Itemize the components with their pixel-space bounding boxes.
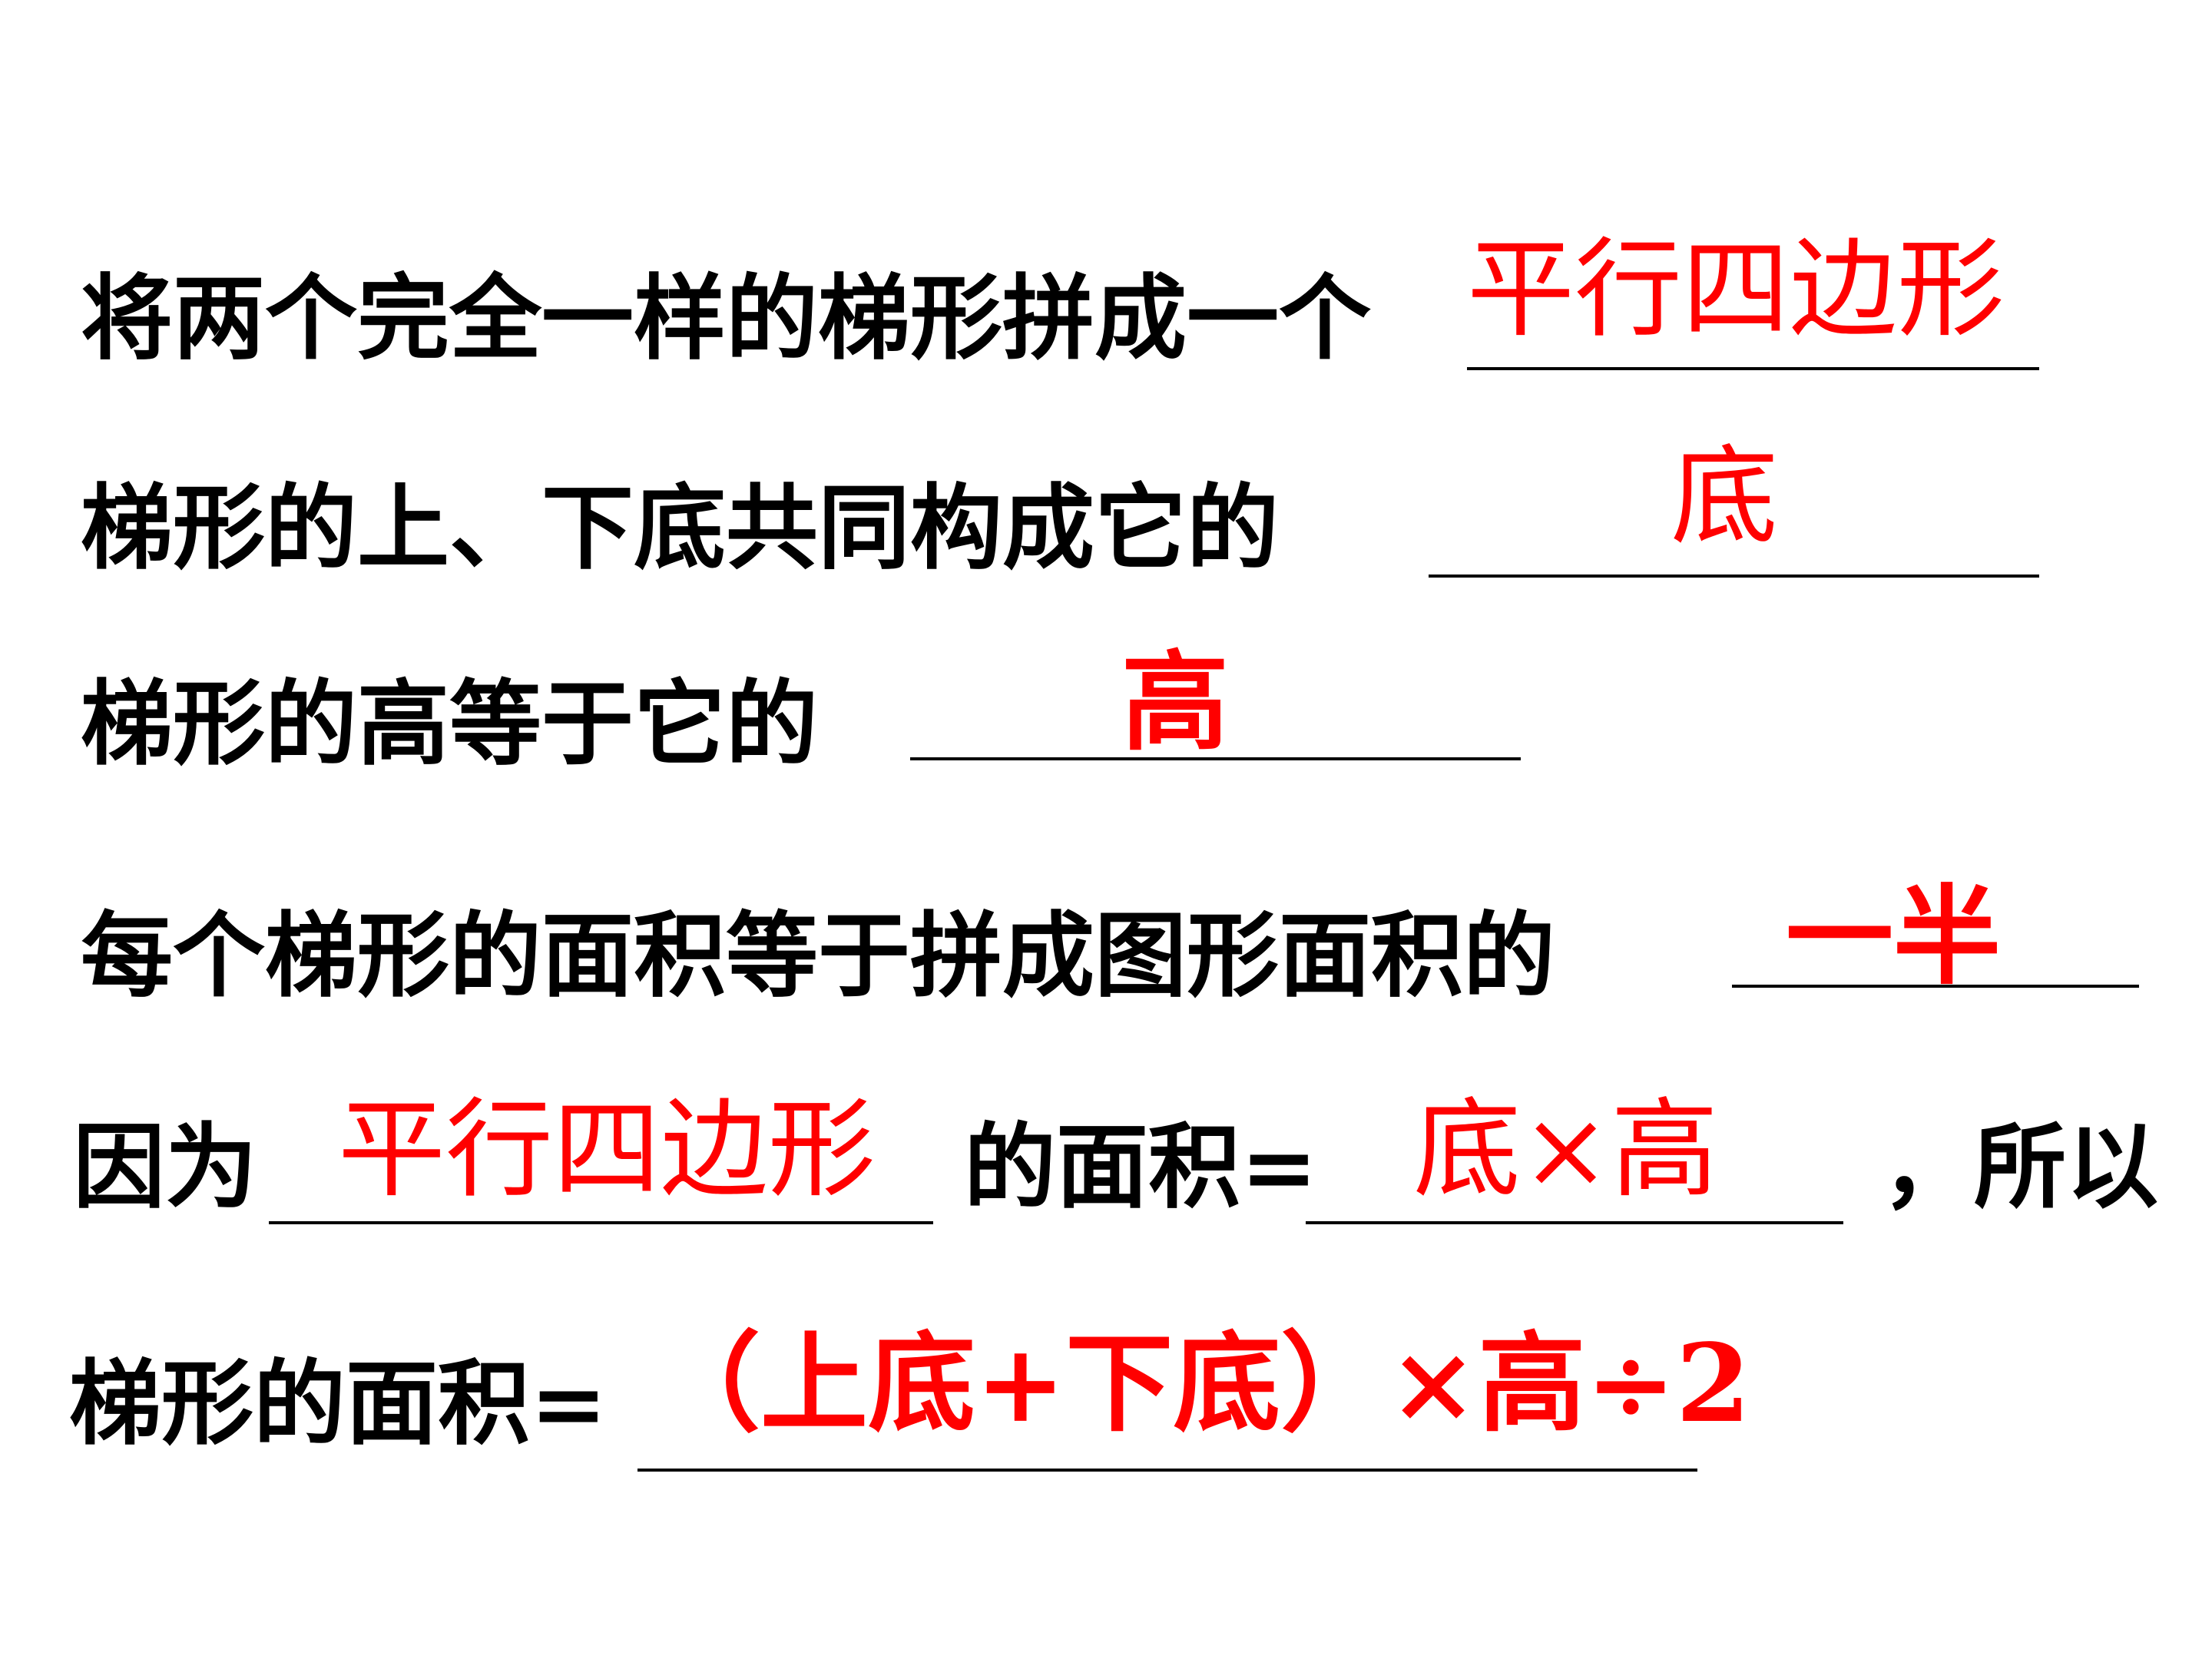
line-5-middle: 的面积=	[964, 1113, 1318, 1221]
line-6-prefix: 梯形的面积=	[69, 1349, 608, 1458]
line-3-answer: 高	[1121, 640, 1230, 766]
line-1-prompt: 将两个完全一样的梯形拼成一个	[81, 264, 1371, 373]
line-5-prefix: 因为	[73, 1113, 257, 1221]
line-2-blank	[1429, 575, 2039, 578]
line-4-blank	[1732, 985, 2139, 988]
line-3-prompt: 梯形的高等于它的	[81, 670, 818, 778]
line-1-blank	[1467, 367, 2039, 370]
line-5-blank-2	[1306, 1221, 1843, 1224]
line-1-answer: 平行四边形	[1467, 227, 2005, 353]
line-6-blank	[637, 1469, 1697, 1472]
line-5-blank-1	[269, 1221, 933, 1224]
line-2-answer: 底	[1671, 435, 1779, 560]
line-2-prompt: 梯形的上、下底共同构成它的	[81, 474, 1279, 582]
line-5-answer-2: 底×高	[1413, 1088, 1719, 1213]
line-5-suffix: ，所以	[1882, 1113, 2158, 1221]
line-4-answer: 一半	[1786, 874, 2002, 1000]
line-6-answer: （上底+下底）×高÷2	[653, 1321, 1751, 1447]
line-4-prompt: 每个梯形的面积等于拼成图形面积的	[81, 902, 1555, 1010]
line-3-blank	[910, 757, 1521, 760]
line-5-answer-1: 平行四边形	[338, 1088, 876, 1213]
